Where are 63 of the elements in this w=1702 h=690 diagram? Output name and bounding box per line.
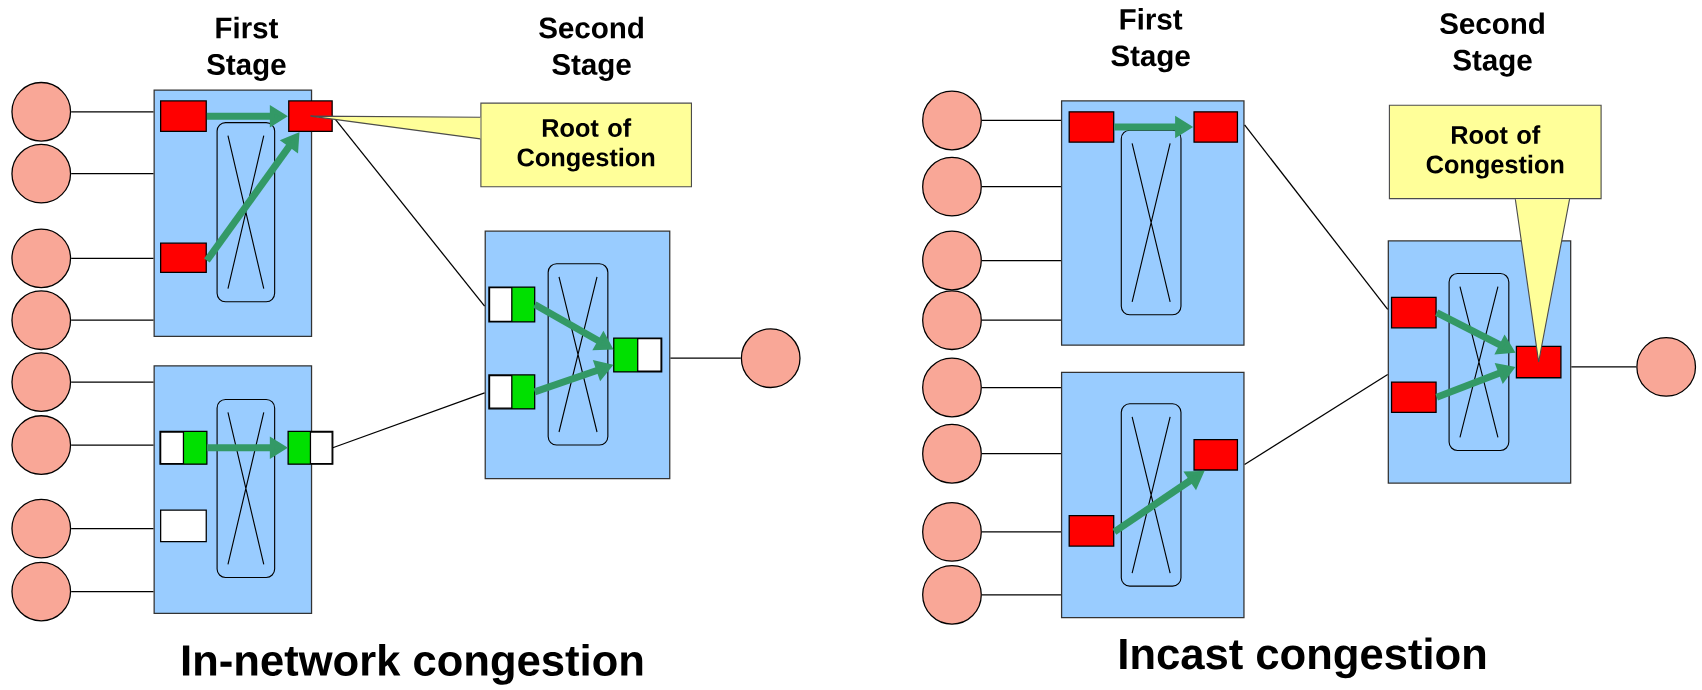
link-line <box>669 357 742 359</box>
port-box <box>160 509 207 543</box>
port-box <box>1193 438 1239 471</box>
stage-label: First Stage <box>1111 8 1190 73</box>
link-line <box>70 527 155 530</box>
link-line <box>70 111 155 113</box>
port-box <box>288 100 333 132</box>
leader-line <box>309 115 481 140</box>
link-line <box>332 392 486 449</box>
port-box <box>159 430 208 465</box>
port-box <box>1390 296 1437 329</box>
port-box <box>488 374 536 410</box>
link-line <box>70 590 155 593</box>
link-line <box>1243 124 1389 310</box>
port-box <box>1390 381 1437 414</box>
link-line <box>981 319 1062 321</box>
host-circle <box>740 328 801 389</box>
host-circle <box>11 352 72 413</box>
link-line <box>70 319 155 321</box>
link-line <box>981 119 1062 122</box>
host-circle <box>11 561 72 622</box>
port-box <box>1515 345 1562 379</box>
stage-label: Second Stage <box>1440 12 1544 77</box>
panel-title: In-network congestion <box>182 643 643 685</box>
host-circle <box>922 90 982 151</box>
port-box <box>1068 111 1115 143</box>
port-box <box>287 430 334 465</box>
host-circle <box>11 81 72 142</box>
link-line <box>981 259 1062 262</box>
host-circle <box>11 290 72 351</box>
host-circle <box>11 228 72 289</box>
port-box <box>488 286 536 323</box>
host-circle <box>11 415 72 475</box>
host-circle <box>922 290 982 351</box>
host-circle <box>922 156 982 217</box>
leader-line <box>1514 198 1571 363</box>
port-box <box>1193 111 1239 143</box>
callout-box: Root of Congestion <box>480 102 692 188</box>
link-line <box>70 444 155 446</box>
host-circle <box>922 501 982 562</box>
host-circle <box>922 357 982 418</box>
link-line <box>1243 373 1389 466</box>
link-line <box>1570 366 1637 368</box>
link-line <box>70 257 155 259</box>
link-line <box>70 381 155 383</box>
host-circle <box>922 423 982 484</box>
port-box <box>160 100 207 132</box>
link-line <box>981 531 1062 533</box>
port-box <box>160 242 207 274</box>
host-circle <box>922 230 982 291</box>
host-circle <box>922 564 982 625</box>
stage-label: First Stage <box>207 16 286 81</box>
link-line <box>981 453 1062 455</box>
host-circle <box>11 143 72 204</box>
port-box <box>613 337 663 373</box>
host-circle <box>11 498 72 559</box>
host-circle <box>1636 336 1697 397</box>
link-line <box>981 186 1062 188</box>
link-line <box>981 594 1062 596</box>
panel-title: Incast congestion <box>1120 637 1486 679</box>
link-line <box>70 173 155 175</box>
link-line <box>981 386 1062 389</box>
port-box <box>1068 514 1115 547</box>
